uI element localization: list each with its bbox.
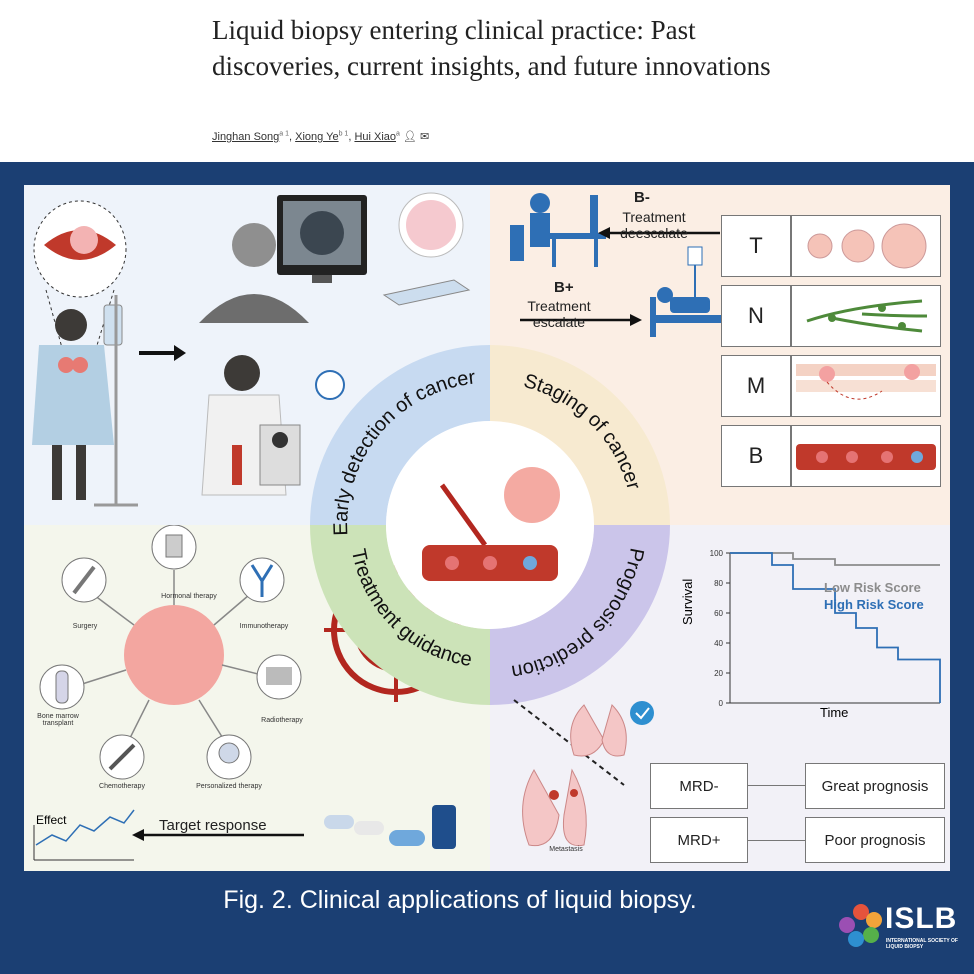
pills-icon — [324, 805, 456, 849]
islb-logo: ISLB INTERNATIONAL SOCIETY OF LIQUID BIO… — [838, 900, 968, 960]
metastatic-lung-icon — [522, 768, 560, 847]
y-tick-label: 0 — [719, 699, 724, 708]
desk-worker-icon — [510, 193, 606, 267]
b-plus-label: B+ — [554, 279, 574, 296]
y-tick-label: 80 — [714, 579, 723, 588]
ring-segment-early — [310, 345, 490, 525]
surgery-label: Surgery — [72, 623, 98, 630]
tumor-icon — [124, 605, 224, 705]
blood-vessel-image — [791, 425, 941, 487]
great-prognosis-box: Great prognosis — [805, 763, 945, 809]
connector-line — [748, 840, 805, 841]
b-minus-label: B- — [634, 189, 650, 206]
personalized-therapy-label: Personalized therapy — [196, 783, 262, 790]
target-response-label: Target response — [159, 817, 267, 834]
check-icon — [630, 701, 654, 725]
escalate-label: Treatment escalate — [527, 298, 591, 330]
arrow-right-icon — [520, 314, 642, 326]
stage-letter-t: T — [721, 215, 791, 277]
metastasis-label: Metastasis — [549, 846, 583, 853]
lymph-node-image — [791, 285, 941, 347]
email-icon[interactable]: ✉ — [420, 131, 430, 143]
survival-chart: 0 20 40 60 80 100 — [710, 549, 941, 708]
poor-prognosis-box: Poor prognosis — [805, 817, 945, 863]
stage-letter-b: B — [721, 425, 791, 487]
early-detection-illustration — [32, 192, 471, 507]
effect-label: Effect — [36, 813, 67, 827]
figure-panel: B- Treatment deescalate B+ Treatment esc… — [24, 185, 950, 871]
person-icon[interactable]: 👤︎ — [402, 131, 417, 143]
stage-letter-n: N — [721, 285, 791, 347]
metastasis-image — [791, 355, 941, 417]
application-ring: Early detection of cancer Staging of can… — [310, 345, 670, 705]
chemotherapy-label: Chemotherapy — [99, 783, 145, 790]
radiotherapy-label: Radiotherapy — [261, 717, 303, 724]
mrd-minus-box: MRD- — [650, 763, 748, 809]
high-risk-series — [730, 552, 941, 703]
stage-letter-m: M — [721, 355, 791, 417]
author-link[interactable]: Hui Xiao — [354, 131, 397, 143]
y-tick-label: 100 — [710, 549, 724, 558]
ring-segment-staging — [490, 345, 670, 525]
lung-illustration — [513, 699, 654, 847]
tumor-size-image — [791, 215, 941, 277]
survival-ylabel: Survival — [680, 578, 695, 625]
hospital-bed-icon — [650, 246, 730, 337]
therapy-connectors — [78, 570, 263, 741]
immunotherapy-label: Immunotherapy — [239, 623, 289, 630]
iv-stand-icon — [94, 295, 138, 507]
flower-logo-icon — [839, 904, 882, 947]
author-list: Jinghan Songa 1, Xiong Yeb 1, Hui Xiaoa … — [212, 130, 430, 143]
ring-segment-prognosis — [490, 525, 670, 705]
arrow-left-icon — [598, 227, 720, 239]
bone-marrow-label: Bone marrow transplant — [37, 713, 79, 727]
high-risk-legend: High Risk Score — [824, 597, 924, 612]
y-tick-label: 40 — [714, 639, 723, 648]
microscope-slide-icon — [382, 192, 471, 306]
needle-icon — [439, 483, 488, 547]
author-link[interactable]: Xiong Ye — [295, 131, 339, 143]
deescalate-label: Treatment deescalate — [620, 209, 688, 241]
arrow-left-icon — [132, 829, 304, 841]
survival-xlabel: Time — [820, 705, 849, 720]
low-risk-series — [730, 552, 940, 566]
healthy-lung-icon — [570, 704, 605, 757]
effect-chart-icon — [33, 809, 135, 861]
hormonal-therapy-label: Hormonal therapy — [161, 593, 217, 600]
y-tick-label: 20 — [714, 669, 723, 678]
author-link[interactable]: Jinghan Song — [212, 131, 280, 143]
ring-segment-treatment — [310, 525, 490, 705]
article-header: Liquid biopsy entering clinical practice… — [0, 0, 974, 162]
mrd-plus-box: MRD+ — [650, 817, 748, 863]
article-title: Liquid biopsy entering clinical practice… — [212, 15, 771, 81]
doctor-monitor-icon — [199, 195, 367, 323]
arrow-right-icon — [139, 345, 186, 361]
logo-text: ISLB — [885, 902, 958, 935]
connector-line — [748, 785, 805, 786]
zoom-vessel-icon — [33, 200, 127, 356]
y-tick-label: 60 — [714, 609, 723, 618]
tumor-center-icon — [504, 467, 560, 523]
patient-icon — [32, 309, 114, 500]
lab-scientist-icon — [201, 355, 345, 496]
figure-caption: Fig. 2. Clinical applications of liquid … — [223, 886, 697, 914]
staging-illustration — [510, 193, 730, 337]
logo-subtitle: INTERNATIONAL SOCIETY OF LIQUID BIOPSY — [886, 938, 958, 950]
low-risk-legend: Low Risk Score — [824, 580, 921, 595]
